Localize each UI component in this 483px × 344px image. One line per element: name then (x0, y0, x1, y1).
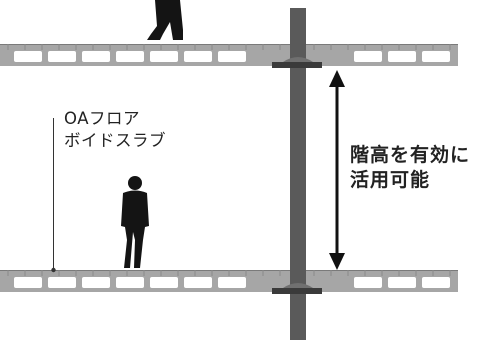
slab-void (354, 51, 382, 62)
person-head (128, 176, 142, 190)
person-body (121, 190, 149, 268)
slab-void (218, 277, 246, 288)
slab-void (48, 277, 76, 288)
height-text-line2: 活用可能 (350, 169, 431, 191)
slab-void (184, 51, 212, 62)
height-benefit-label: 階高を有効に 活用可能 (350, 143, 470, 193)
upper-base-plate (272, 62, 322, 68)
steel-column (290, 8, 306, 340)
slab-void (150, 51, 178, 62)
upper-void-row (14, 51, 450, 62)
floor-height-arrow (329, 70, 345, 270)
lower-base-plate (272, 288, 322, 294)
leader-dot (51, 267, 56, 273)
slab-void (184, 277, 212, 288)
slab-void (14, 51, 42, 62)
lower-void-row (14, 277, 450, 288)
lower-bolt-cap (283, 283, 313, 288)
height-text-line1: 階高を有効に (350, 144, 471, 166)
slab-void (48, 51, 76, 62)
slab-void (82, 51, 110, 62)
upper-bolt-cap (283, 57, 313, 62)
slab-void (150, 277, 178, 288)
slab-void (116, 277, 144, 288)
arrow-head-down (329, 253, 345, 270)
slab-void (388, 51, 416, 62)
slab-void (354, 277, 382, 288)
void-slab-text: ボイドスラブ (64, 131, 166, 150)
upper-person-legs (147, 0, 183, 40)
slab-void (422, 51, 450, 62)
upper-floor-ribs (7, 44, 451, 50)
slab-void (116, 51, 144, 62)
upper-person-legs-shape (147, 0, 183, 40)
person-silhouette (121, 176, 149, 268)
lower-column-joint (272, 283, 322, 294)
lower-floor-slab (0, 270, 458, 292)
slab-void (388, 277, 416, 288)
oa-floor-text: OAフロア (64, 109, 140, 128)
upper-floor-slab (0, 44, 458, 66)
slab-void (218, 51, 246, 62)
slab-leader (51, 118, 56, 273)
slab-type-label: OAフロア ボイドスラブ (64, 108, 166, 152)
slab-void (82, 277, 110, 288)
slab-void (422, 277, 450, 288)
slab-void (14, 277, 42, 288)
arrow-head-up (329, 70, 345, 87)
upper-column-joint (272, 57, 322, 68)
lower-floor-ribs (7, 270, 451, 276)
